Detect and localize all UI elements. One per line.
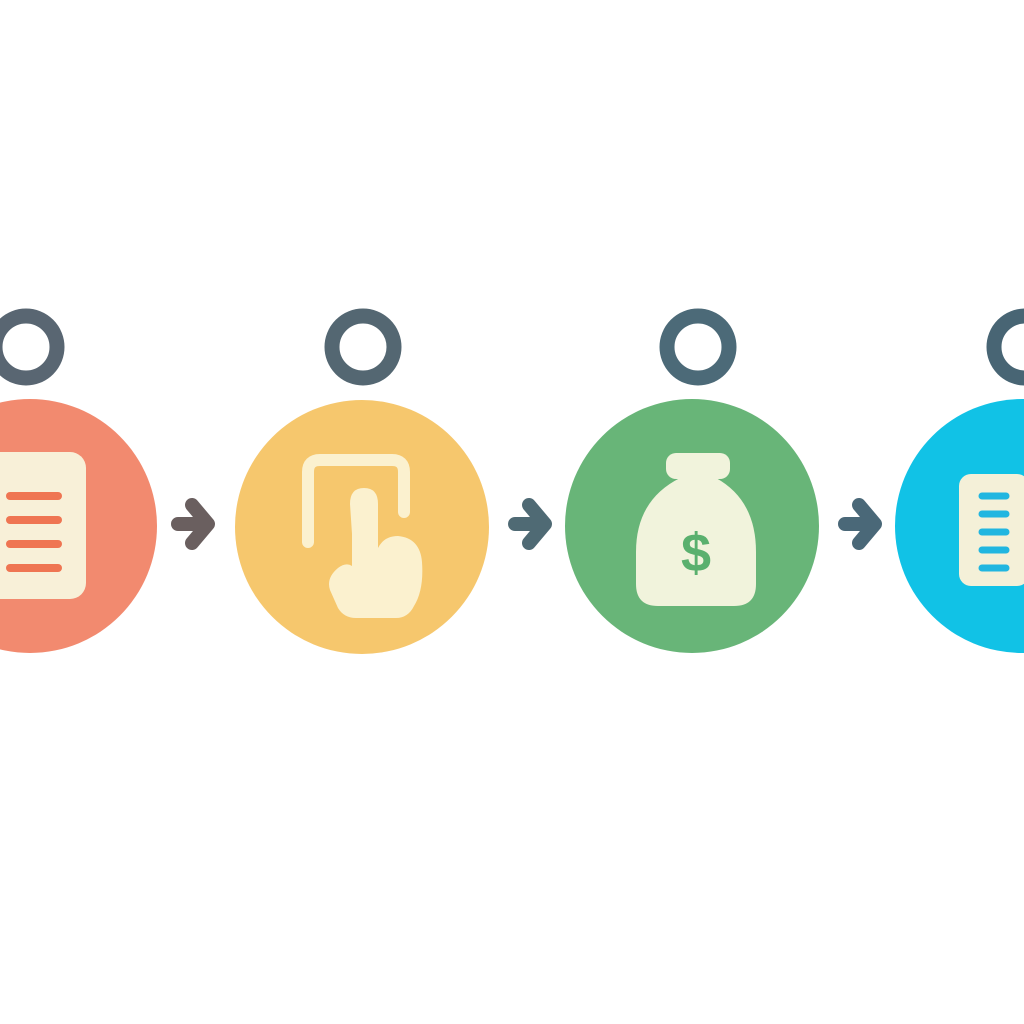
arrow-right-icon <box>171 498 215 550</box>
step-ring <box>0 308 65 386</box>
step-ring <box>324 308 402 386</box>
step-payment: $ <box>565 308 819 653</box>
tap-hand-icon <box>302 454 423 618</box>
dollar-symbol: $ <box>681 523 711 583</box>
arrow-3 <box>838 498 882 550</box>
step-invoice <box>0 308 157 653</box>
arrow-1 <box>171 498 215 550</box>
step-tap <box>235 308 489 654</box>
document-icon <box>0 452 86 599</box>
arrow-right-icon <box>508 498 552 550</box>
step-ring <box>659 308 737 386</box>
document-icon <box>959 474 1024 586</box>
money-bag-icon: $ <box>636 453 756 606</box>
arrow-2 <box>508 498 552 550</box>
step-receipt <box>895 308 1024 653</box>
step-ring <box>986 308 1024 386</box>
arrow-right-icon <box>838 498 882 550</box>
